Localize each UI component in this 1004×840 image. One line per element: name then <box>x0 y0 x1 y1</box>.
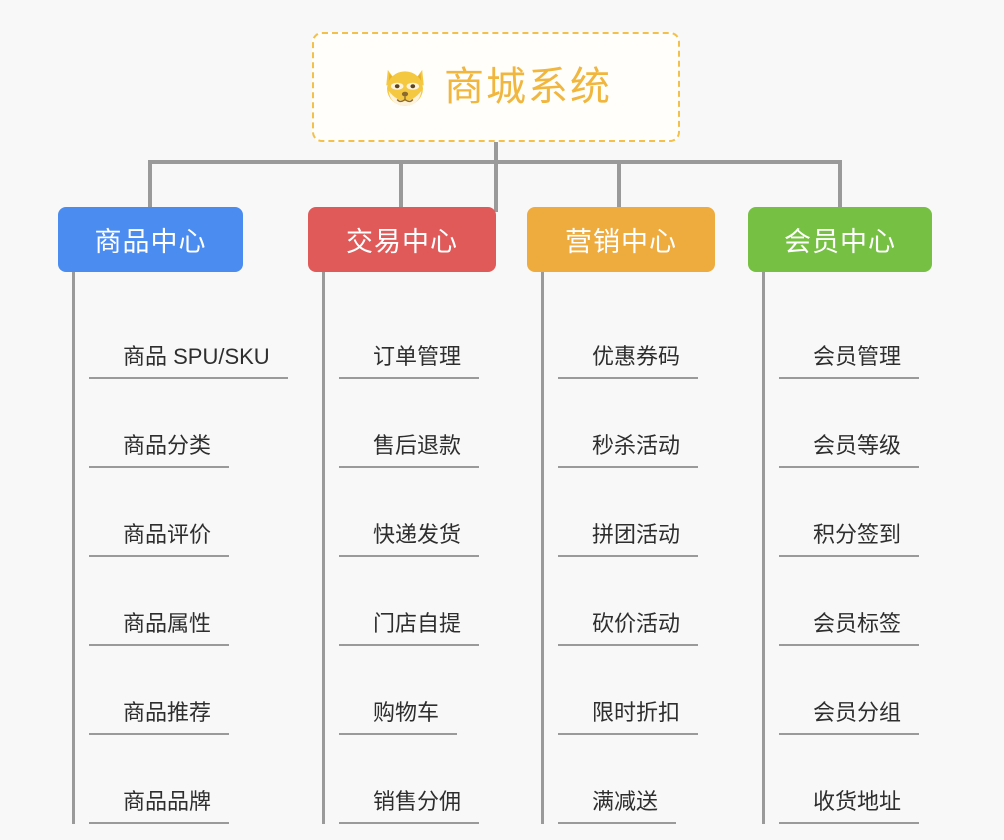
leaf-label: 订单管理 <box>339 346 480 379</box>
leaf-label: 商品属性 <box>89 613 230 646</box>
leaf-label: 商品品牌 <box>89 791 230 824</box>
column-marketing-center: 营销中心 优惠券码 秒杀活动 拼团活动 砍价活动 限时折扣 满减送 <box>527 207 752 824</box>
leaf-label: 会员等级 <box>779 435 920 468</box>
connector-trunk <box>494 142 498 212</box>
leaf-label: 秒杀活动 <box>558 435 699 468</box>
leaf-label: 拼团活动 <box>558 524 699 557</box>
leaf-label: 积分签到 <box>779 524 920 557</box>
list-item[interactable]: 砍价活动 <box>558 557 752 646</box>
leaf-label: 会员管理 <box>779 346 920 379</box>
list-item[interactable]: 会员管理 <box>779 290 973 379</box>
leaf-label: 满减送 <box>558 791 677 824</box>
leaf-label: 商品 SPU/SKU <box>89 346 288 379</box>
leaf-label: 会员分组 <box>779 702 920 735</box>
column-member-center: 会员中心 会员管理 会员等级 积分签到 会员标签 会员分组 收货地址 <box>748 207 973 824</box>
leaf-label: 会员标签 <box>779 613 920 646</box>
column-product-center: 商品中心 商品 SPU/SKU 商品分类 商品评价 商品属性 商品推荐 商品品牌 <box>58 207 288 824</box>
leaf-label: 限时折扣 <box>558 702 699 735</box>
leaf-label: 商品评价 <box>89 524 230 557</box>
list-item[interactable]: 积分签到 <box>779 468 973 557</box>
root-title: 商城系统 <box>444 65 612 109</box>
root-node[interactable]: 商城系统 <box>312 32 680 142</box>
connector-drop-3 <box>838 160 842 208</box>
list-item[interactable]: 销售分佣 <box>339 735 533 824</box>
column-trade-center: 交易中心 订单管理 售后退款 快递发货 门店自提 购物车 销售分佣 <box>308 207 533 824</box>
leaf-list-marketing-center: 优惠券码 秒杀活动 拼团活动 砍价活动 限时折扣 满减送 <box>541 272 752 824</box>
list-item[interactable]: 拼团活动 <box>558 468 752 557</box>
leaf-label: 收货地址 <box>779 791 920 824</box>
list-item[interactable]: 订单管理 <box>339 290 533 379</box>
column-header-marketing-center[interactable]: 营销中心 <box>527 207 715 272</box>
list-item[interactable]: 商品品牌 <box>89 735 288 824</box>
leaf-label: 销售分佣 <box>339 791 480 824</box>
list-item[interactable]: 会员分组 <box>779 646 973 735</box>
list-item[interactable]: 商品分类 <box>89 379 288 468</box>
list-item[interactable]: 满减送 <box>558 735 752 824</box>
list-item[interactable]: 快递发货 <box>339 468 533 557</box>
list-item[interactable]: 会员等级 <box>779 379 973 468</box>
leaf-list-product-center: 商品 SPU/SKU 商品分类 商品评价 商品属性 商品推荐 商品品牌 <box>72 272 288 824</box>
dog-face-icon <box>380 62 430 112</box>
list-item[interactable]: 限时折扣 <box>558 646 752 735</box>
leaf-list-trade-center: 订单管理 售后退款 快递发货 门店自提 购物车 销售分佣 <box>322 272 533 824</box>
leaf-label: 商品分类 <box>89 435 230 468</box>
leaf-label: 门店自提 <box>339 613 480 646</box>
connector-drop-1 <box>399 160 403 208</box>
leaf-label: 商品推荐 <box>89 702 230 735</box>
list-item[interactable]: 购物车 <box>339 646 533 735</box>
leaf-list-member-center: 会员管理 会员等级 积分签到 会员标签 会员分组 收货地址 <box>762 272 973 824</box>
list-item[interactable]: 商品 SPU/SKU <box>89 290 288 379</box>
list-item[interactable]: 优惠券码 <box>558 290 752 379</box>
connector-drop-0 <box>148 160 152 208</box>
leaf-label: 优惠券码 <box>558 346 699 379</box>
column-header-product-center[interactable]: 商品中心 <box>58 207 243 272</box>
list-item[interactable]: 会员标签 <box>779 557 973 646</box>
connector-horizontal-bar <box>148 160 842 164</box>
list-item[interactable]: 商品评价 <box>89 468 288 557</box>
list-item[interactable]: 售后退款 <box>339 379 533 468</box>
list-item[interactable]: 门店自提 <box>339 557 533 646</box>
connector-drop-2 <box>617 160 621 208</box>
column-header-trade-center[interactable]: 交易中心 <box>308 207 496 272</box>
list-item[interactable]: 秒杀活动 <box>558 379 752 468</box>
list-item[interactable]: 商品属性 <box>89 557 288 646</box>
leaf-label: 购物车 <box>339 702 458 735</box>
leaf-label: 砍价活动 <box>558 613 699 646</box>
list-item[interactable]: 商品推荐 <box>89 646 288 735</box>
leaf-label: 快递发货 <box>339 524 480 557</box>
leaf-label: 售后退款 <box>339 435 480 468</box>
column-header-member-center[interactable]: 会员中心 <box>748 207 932 272</box>
list-item[interactable]: 收货地址 <box>779 735 973 824</box>
